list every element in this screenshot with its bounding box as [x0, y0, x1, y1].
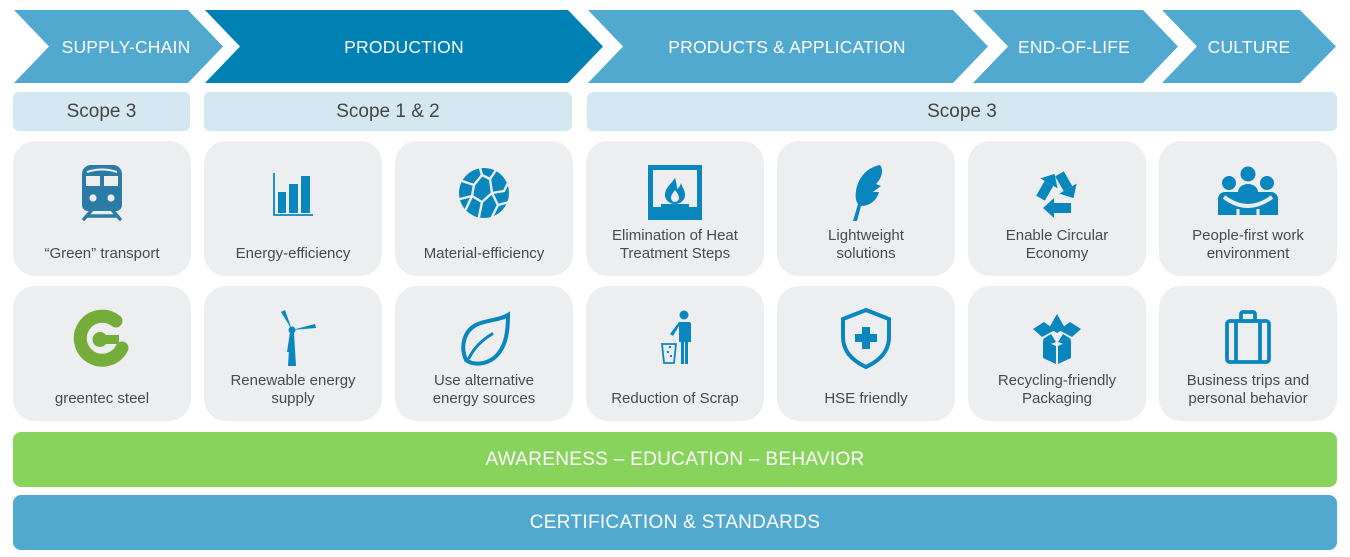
chevron-production: [205, 10, 603, 83]
value-chain-chevrons: [14, 10, 1336, 83]
tile-people-first: People-first work environment: [1159, 141, 1337, 276]
tile-energy-efficiency: Energy-efficiency: [204, 141, 382, 276]
chevron-culture: [1162, 10, 1336, 83]
tile-label: Enable Circular Economy: [1005, 227, 1109, 262]
tile-recycling-packaging: Recycling-friendly Packaging: [968, 286, 1146, 421]
tile-heat-treatment: Elimination of Heat Treatment Steps: [586, 141, 764, 276]
greentec-logo-icon: [70, 306, 134, 370]
stage-label-end-of-life: END-OF-LIFE: [1017, 37, 1131, 57]
tile-alternative-energy: Use alternative energy sources: [395, 286, 573, 421]
stage-label-products-application: PRODUCTS & APPLICATION: [668, 37, 906, 57]
tile-label: Material-efficiency: [423, 245, 545, 262]
shield-plus-icon: [834, 306, 898, 370]
tile-material-efficiency: Material-efficiency: [395, 141, 573, 276]
tile-label: Recycling-friendly Packaging: [997, 372, 1117, 407]
chevron-products-application: [588, 10, 988, 83]
tile-label: HSE friendly: [824, 390, 908, 407]
feather-icon: [834, 161, 898, 225]
train-icon: [70, 161, 134, 225]
leaf-icon: [452, 306, 516, 370]
suitcase-icon: [1216, 306, 1280, 370]
tile-circular-economy: Enable Circular Economy: [968, 141, 1146, 276]
tile-green-transport: “Green” transport: [13, 141, 191, 276]
tile-label: greentec steel: [54, 390, 150, 407]
tile-business-trips: Business trips and personal behavior: [1159, 286, 1337, 421]
tile-label: Use alternative energy sources: [432, 372, 536, 407]
scope-production: Scope 1 & 2: [204, 92, 572, 131]
tile-label: Elimination of Heat Treatment Steps: [612, 227, 738, 262]
people-group-icon: [1216, 161, 1280, 225]
bar-chart-icon: [261, 161, 325, 225]
scope-supply-chain: Scope 3: [13, 92, 190, 131]
open-box-icon: [1025, 306, 1089, 370]
tile-label: Lightweight solutions: [828, 227, 904, 262]
tile-renewable-energy: Renewable energy supply: [204, 286, 382, 421]
tile-label: “Green” transport: [44, 245, 160, 262]
person-trash-bin-icon: [643, 306, 707, 370]
tile-label: Reduction of Scrap: [611, 390, 739, 407]
stage-label-production: PRODUCTION: [344, 37, 464, 57]
tile-label: People-first work environment: [1192, 227, 1304, 262]
stage-label-supply-chain: SUPPLY-CHAIN: [61, 37, 191, 57]
chevron-supply-chain: [14, 10, 223, 83]
recycle-icon: [1025, 161, 1089, 225]
certification-standards-band: CERTIFICATION & STANDARDS: [13, 495, 1337, 550]
tile-greentec-steel: greentec steel: [13, 286, 191, 421]
scope-downstream: Scope 3: [587, 92, 1337, 131]
wind-turbine-icon: [261, 306, 325, 370]
tile-label: Renewable energy supply: [230, 372, 356, 407]
tile-lightweight: Lightweight solutions: [777, 141, 955, 276]
chevron-end-of-life: [973, 10, 1178, 83]
fireplace-flame-icon: [643, 161, 707, 225]
material-globe-icon: [452, 161, 516, 225]
tile-hse-friendly: HSE friendly: [777, 286, 955, 421]
tile-label: Business trips and personal behavior: [1186, 372, 1310, 407]
stage-label-culture: CULTURE: [1207, 37, 1291, 57]
awareness-education-behavior-band: AWARENESS – EDUCATION – BEHAVIOR: [13, 432, 1337, 487]
tile-reduction-of-scrap: Reduction of Scrap: [586, 286, 764, 421]
tile-label: Energy-efficiency: [235, 245, 351, 262]
